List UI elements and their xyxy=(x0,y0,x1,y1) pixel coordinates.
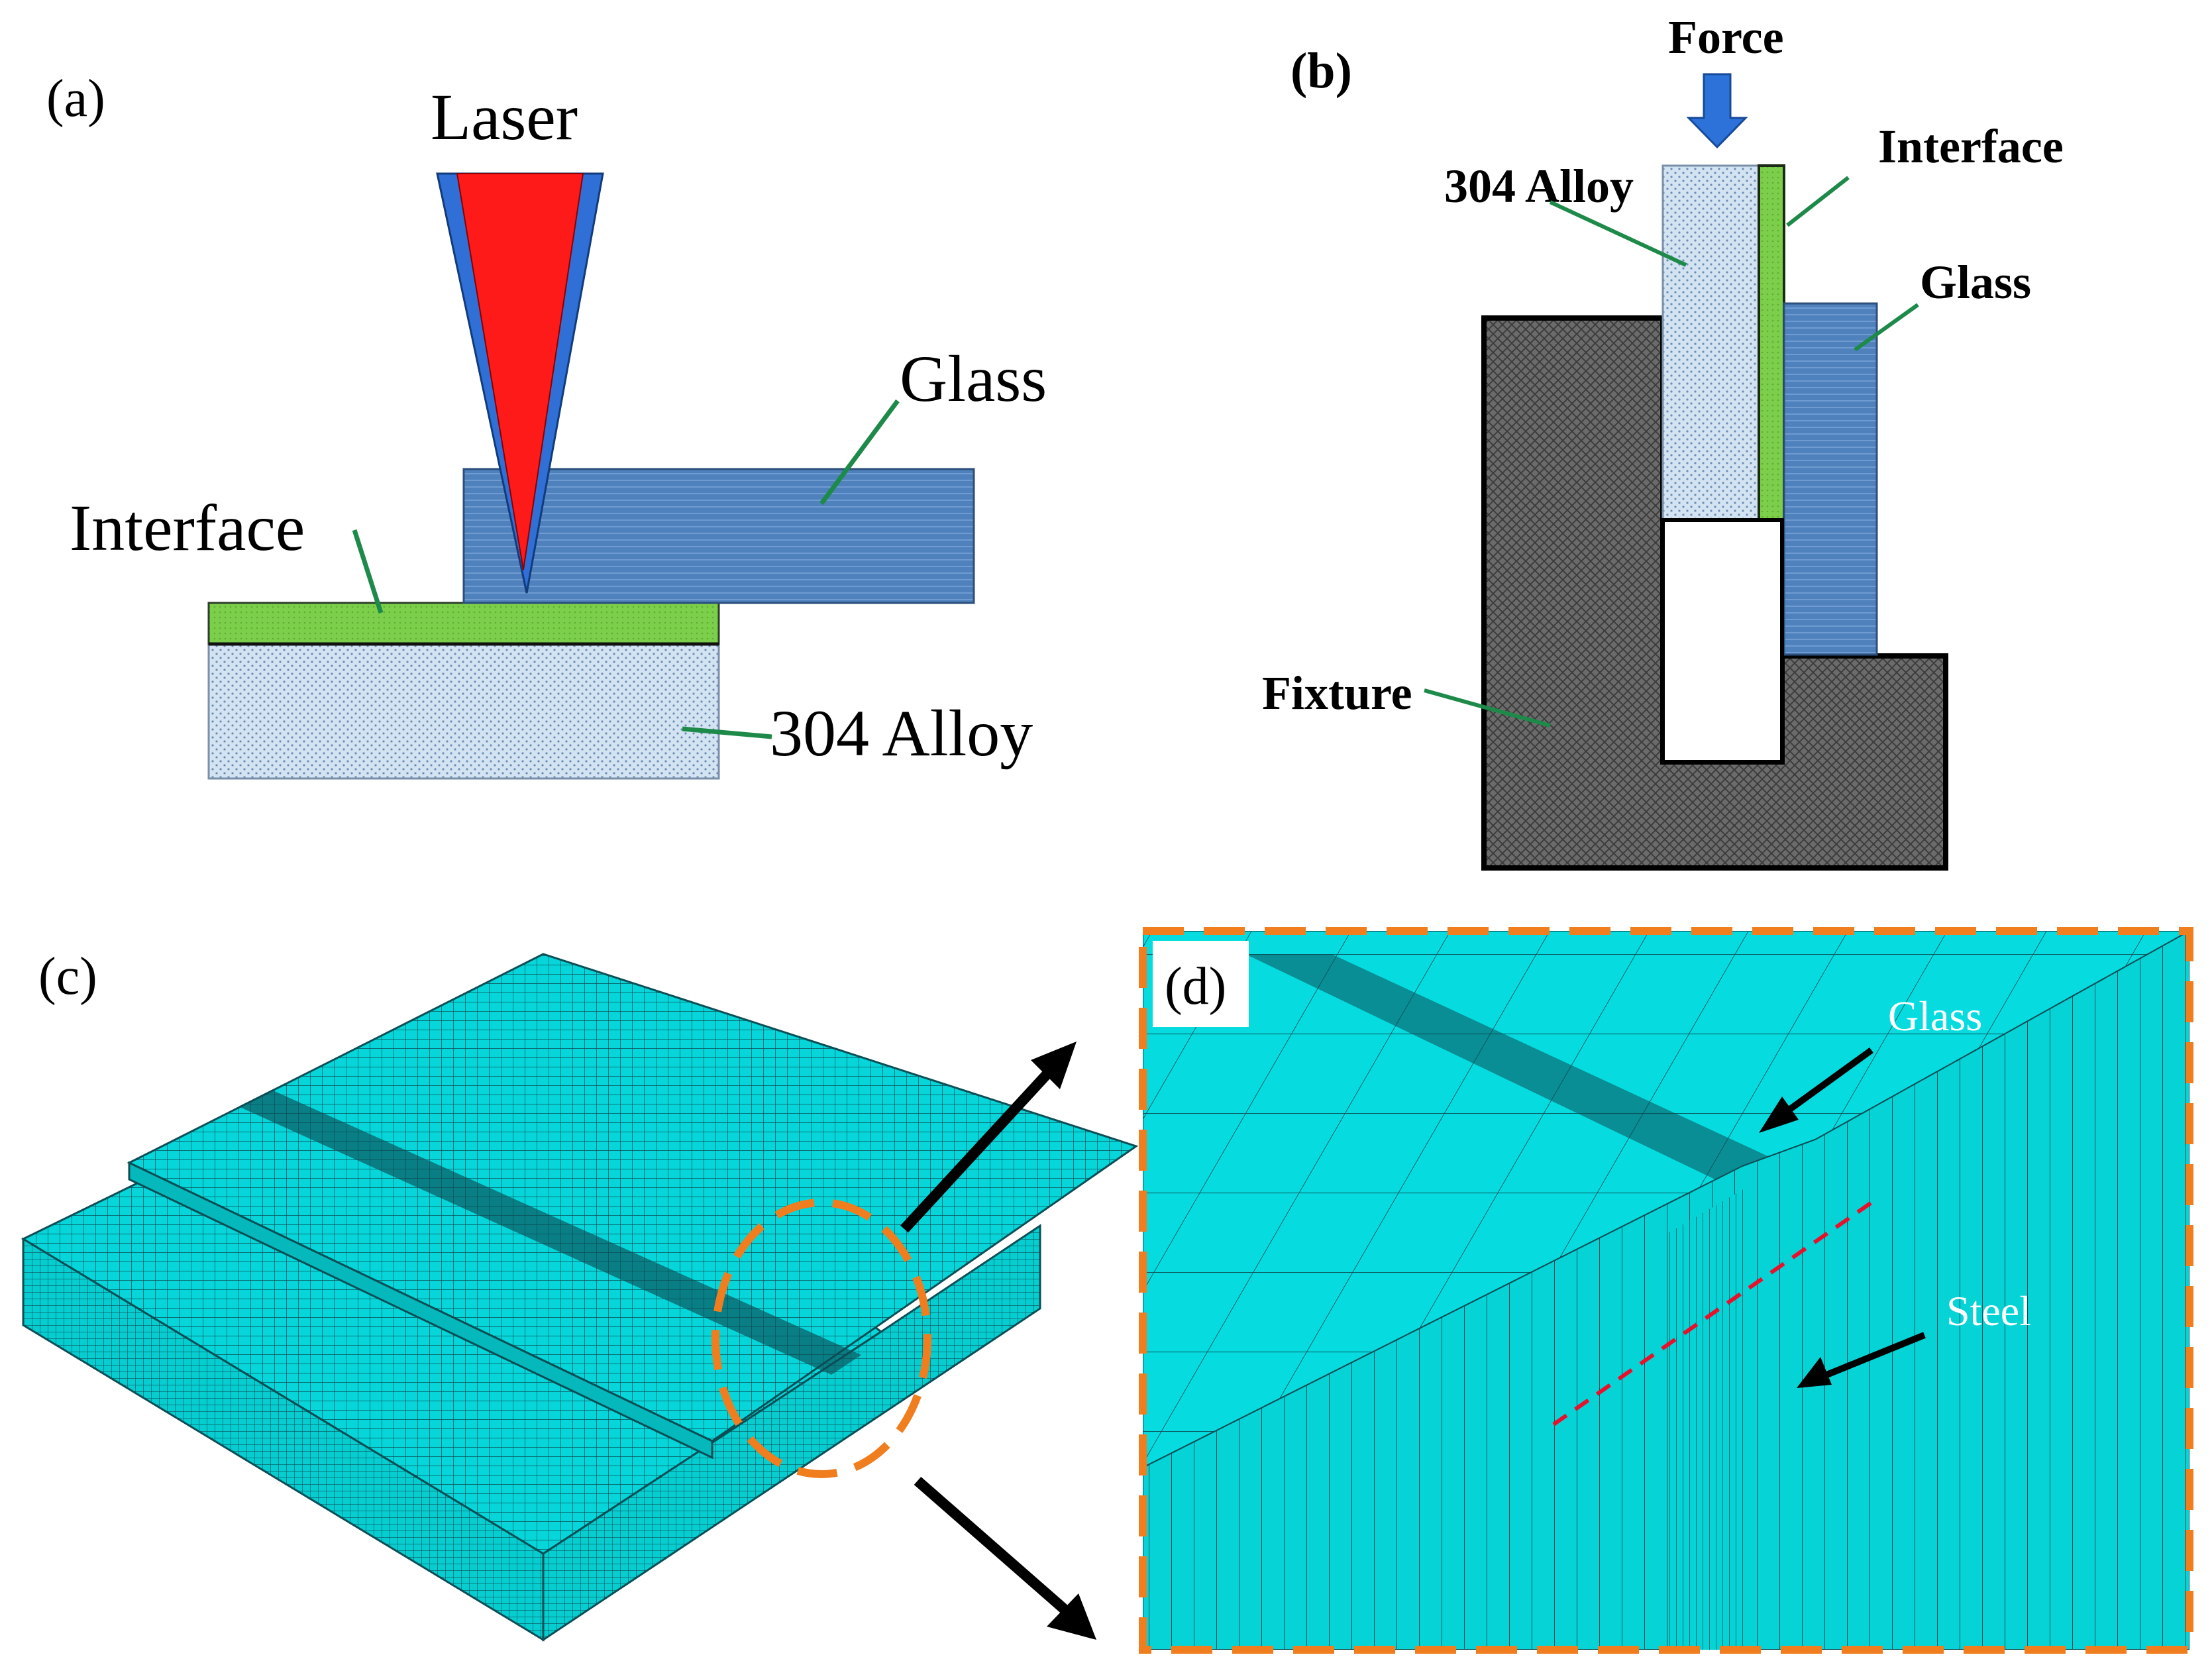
interface-label: Interface xyxy=(70,491,305,564)
laser-label: Laser xyxy=(431,80,578,154)
fixture-leader xyxy=(1424,688,1551,727)
panel-d-label: (d) xyxy=(1165,957,1226,1016)
steel-arrow-d xyxy=(1817,1332,1926,1381)
glass-label-b: Glass xyxy=(1920,256,2031,309)
glass-block xyxy=(462,468,975,604)
interface-layer xyxy=(207,602,720,645)
glass-plate-side xyxy=(128,1161,713,1460)
alloy-leader-b xyxy=(1549,200,1687,267)
alloy-column xyxy=(1661,164,1762,521)
interface-leader-b xyxy=(1786,176,1850,227)
interface-label-b: Interface xyxy=(1878,120,2064,173)
zoom-fine-band xyxy=(1245,954,1782,1189)
panel-b: (b) Force 304 Alloy Interface Glass Fixt… xyxy=(1262,11,2064,871)
glass-label: Glass xyxy=(900,342,1047,415)
laser-beam-core xyxy=(456,173,584,570)
glass-leader-b xyxy=(1854,303,1919,352)
panel-c: (c) xyxy=(21,947,1139,1642)
force-arrow xyxy=(1686,73,1748,149)
steel-label-d: Steel xyxy=(1946,1287,2031,1334)
force-label: Force xyxy=(1668,11,1784,64)
panel-d: (d) Glass Steel xyxy=(1139,927,2193,1654)
interface-strip xyxy=(1758,164,1785,521)
zoom-arrow-down xyxy=(914,1476,1080,1625)
panel-a: (a) Laser Glass Interface 304 Alloy xyxy=(46,70,1047,780)
interface-leader xyxy=(352,529,384,614)
glass-column xyxy=(1783,302,1878,656)
zoom-steel-side xyxy=(1143,931,2189,1650)
alloy-leader xyxy=(682,726,772,739)
glass-label-d: Glass xyxy=(1888,992,1982,1040)
weld-band xyxy=(238,1090,861,1375)
alloy-label: 304 Alloy xyxy=(770,696,1033,770)
zoom-frame xyxy=(1139,927,2193,1654)
alloy-block xyxy=(207,641,720,780)
glass-leader xyxy=(819,399,900,506)
panel-c-label: (c) xyxy=(38,947,97,1006)
zoom-arrow-up xyxy=(900,1056,1064,1233)
fixture-label: Fixture xyxy=(1262,667,1412,720)
glass-arrow-d xyxy=(1773,1047,1873,1123)
panel-b-label: (b) xyxy=(1290,43,1352,99)
interface-dash-line xyxy=(1552,1201,1873,1426)
panel-a-label: (a) xyxy=(46,70,105,128)
zoom-circle xyxy=(711,1199,931,1478)
alloy-label-b: 304 Alloy xyxy=(1444,160,1634,213)
